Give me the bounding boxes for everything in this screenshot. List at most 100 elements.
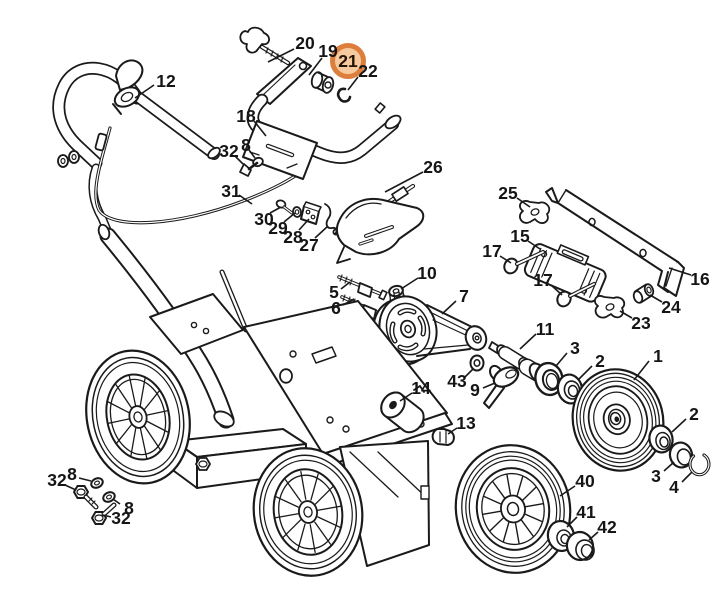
part-number-29[interactable]: 29 — [268, 218, 288, 238]
leader-line-20 — [267, 48, 295, 63]
part-number-5[interactable]: 5 — [329, 282, 339, 302]
part-number-20[interactable]: 20 — [295, 33, 315, 53]
part-number-12[interactable]: 12 — [156, 71, 176, 91]
leader-line-30 — [269, 206, 282, 214]
part-number-32[interactable]: 32 — [219, 141, 239, 161]
leader-line-18 — [253, 120, 267, 137]
bracket-assembly-art — [503, 187, 685, 319]
part-number-30[interactable]: 30 — [254, 209, 274, 229]
part-number-2[interactable]: 2 — [689, 404, 699, 424]
leader-line-2 — [671, 418, 687, 433]
part-number-28[interactable]: 28 — [283, 227, 303, 247]
leader-line-31 — [238, 194, 253, 205]
roller-art — [380, 385, 455, 446]
lever-art — [112, 59, 144, 115]
part-number-19[interactable]: 19 — [318, 41, 338, 61]
leader-line-16 — [668, 267, 692, 276]
leader-line-3 — [555, 352, 568, 367]
part-number-8[interactable]: 8 — [241, 135, 251, 155]
leader-line-25 — [516, 197, 531, 208]
bushings-right-art — [648, 424, 711, 477]
part-number-41[interactable]: 41 — [576, 502, 596, 522]
part-number-8[interactable]: 8 — [67, 464, 77, 484]
part-number-10[interactable]: 10 — [417, 263, 437, 283]
part-number-24[interactable]: 24 — [661, 297, 681, 317]
wheel-40-art — [454, 444, 595, 574]
fasteners-art — [73, 156, 264, 525]
leader-line-1 — [633, 360, 650, 381]
leader-line-24 — [649, 294, 663, 303]
part-number-17[interactable]: 17 — [533, 270, 552, 290]
leader-line-14 — [399, 392, 413, 402]
part-number-3[interactable]: 3 — [651, 466, 661, 486]
part-number-17[interactable]: 17 — [482, 241, 501, 261]
leader-line-42 — [588, 531, 599, 541]
leader-line-32 — [64, 484, 77, 491]
leader-line-22 — [347, 76, 359, 91]
leader-line-3 — [663, 461, 675, 472]
part-number-15[interactable]: 15 — [510, 226, 530, 246]
leader-line-17 — [550, 284, 563, 296]
part-number-26[interactable]: 26 — [423, 157, 443, 177]
part-number-43[interactable]: 43 — [447, 371, 467, 391]
leader-line-40 — [559, 485, 576, 497]
leader-line-8 — [248, 149, 256, 159]
part-number-7[interactable]: 7 — [459, 286, 469, 306]
leader-line-19 — [308, 57, 323, 76]
leader-line-23 — [619, 310, 633, 319]
wheel-1-art — [571, 368, 665, 472]
cable-fittings-art — [275, 199, 340, 236]
highlighted-part-ring-21[interactable] — [330, 43, 366, 79]
studs-art — [337, 274, 405, 323]
part-number-13[interactable]: 13 — [456, 413, 476, 433]
part-number-4[interactable]: 4 — [669, 477, 679, 497]
rear-wheel-art — [252, 447, 364, 577]
part-number-18[interactable]: 18 — [236, 106, 256, 126]
part-number-23[interactable]: 23 — [631, 313, 651, 333]
part-number-42[interactable]: 42 — [597, 517, 617, 537]
handle-assembly-art — [239, 26, 402, 180]
part-number-16[interactable]: 16 — [690, 269, 710, 289]
leader-line-26 — [384, 171, 424, 193]
part-number-3[interactable]: 3 — [570, 338, 580, 358]
leader-line-17 — [499, 255, 512, 264]
leader-line-7 — [441, 300, 457, 315]
part-number-2[interactable]: 2 — [595, 351, 605, 371]
part-number-22[interactable]: 22 — [358, 61, 378, 81]
leader-line-2 — [578, 365, 593, 380]
leader-line-4 — [681, 471, 693, 483]
leader-line-29 — [283, 212, 296, 223]
part-number-27[interactable]: 27 — [299, 235, 318, 255]
part-number-32[interactable]: 32 — [47, 470, 67, 490]
bushings-left-art — [534, 361, 584, 405]
front-wheel-art — [85, 349, 191, 485]
leader-line-10 — [400, 277, 419, 290]
leader-line-9 — [482, 382, 496, 389]
part-number-32[interactable]: 32 — [111, 508, 131, 528]
part-number-31[interactable]: 31 — [221, 181, 241, 201]
part-number-8[interactable]: 8 — [124, 498, 134, 518]
part-number-11[interactable]: 11 — [536, 319, 555, 339]
leader-line-8 — [112, 498, 121, 505]
leader-line-6 — [342, 298, 355, 306]
leader-line-32 — [102, 514, 112, 518]
leader-line-11 — [519, 333, 537, 350]
part-number-1[interactable]: 1 — [653, 346, 663, 366]
part-number-40[interactable]: 40 — [575, 471, 595, 491]
leader-line-27 — [314, 225, 329, 239]
part-number-25[interactable]: 25 — [498, 183, 518, 203]
leader-line-32 — [234, 155, 244, 165]
part-number-21[interactable]: 21 — [338, 51, 358, 71]
guard-art — [335, 183, 425, 264]
leader-line-41 — [566, 516, 578, 528]
leader-line-5 — [340, 281, 351, 290]
part-number-14[interactable]: 14 — [411, 378, 431, 398]
leader-line-13 — [447, 427, 458, 435]
part-number-9[interactable]: 9 — [470, 380, 480, 400]
leader-line-8 — [78, 477, 92, 482]
part-number-6[interactable]: 6 — [331, 298, 341, 318]
leader-line-12 — [134, 84, 155, 99]
